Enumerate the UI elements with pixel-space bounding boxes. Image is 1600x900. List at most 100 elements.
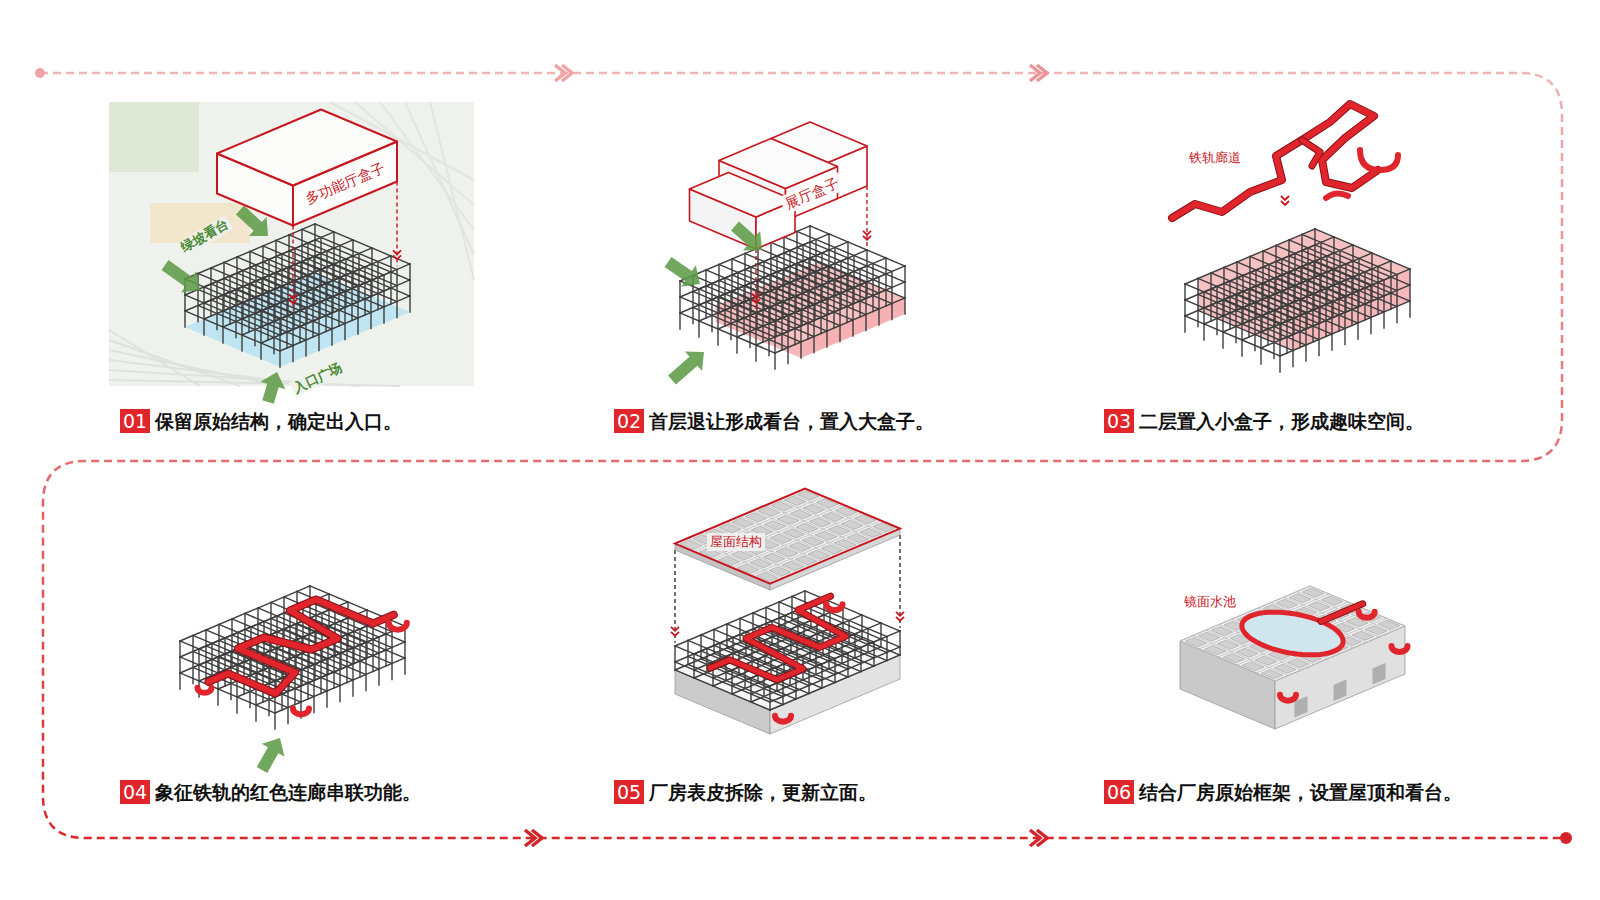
frame-member bbox=[795, 675, 796, 699]
box-face bbox=[690, 173, 796, 218]
waffle-rib bbox=[766, 505, 861, 545]
waffle-cell bbox=[1359, 612, 1381, 621]
frame-member bbox=[700, 635, 701, 659]
node-text: 03 bbox=[1107, 409, 1131, 433]
roof-waffle bbox=[675, 489, 900, 584]
frame-member bbox=[783, 237, 784, 285]
flow-line bbox=[35, 65, 1572, 846]
frame-member bbox=[1263, 251, 1358, 291]
iso-box bbox=[1180, 586, 1405, 729]
flow-chevron bbox=[1030, 830, 1047, 846]
frame-member bbox=[1237, 262, 1332, 302]
frame-member bbox=[705, 270, 706, 318]
frame-member bbox=[223, 240, 353, 295]
frame-member bbox=[358, 254, 359, 302]
frame-member bbox=[371, 248, 372, 296]
frame-member bbox=[211, 268, 306, 308]
frame-member bbox=[679, 281, 680, 329]
waffle-cell bbox=[860, 528, 882, 537]
frame-member bbox=[242, 271, 243, 319]
frame-member bbox=[1276, 246, 1371, 286]
frame-member bbox=[828, 234, 829, 282]
frame-member bbox=[345, 259, 346, 307]
box-face bbox=[1180, 586, 1405, 681]
rail-corridor bbox=[1172, 104, 1378, 218]
frame-member bbox=[224, 279, 319, 319]
frame-member bbox=[719, 265, 814, 305]
waffle-cell bbox=[764, 521, 786, 530]
frame-member bbox=[236, 257, 237, 305]
frame-member bbox=[797, 232, 892, 272]
frame-member bbox=[828, 645, 829, 669]
drop-line bbox=[755, 249, 756, 310]
frame-member bbox=[899, 631, 900, 655]
waffle-rib bbox=[694, 497, 824, 552]
frame-member bbox=[1333, 237, 1334, 285]
rail-corridor-edge bbox=[1172, 104, 1378, 218]
frame-member bbox=[223, 263, 224, 311]
waffle-cell bbox=[1204, 646, 1226, 655]
panel-6 bbox=[1180, 586, 1408, 729]
step-number: 02 bbox=[614, 409, 644, 433]
waffle-cell bbox=[809, 518, 831, 527]
frame-member bbox=[1262, 251, 1263, 299]
frame-member bbox=[1320, 243, 1321, 291]
frame-member bbox=[231, 619, 232, 667]
waffle-cell bbox=[776, 548, 798, 557]
frame-member bbox=[706, 270, 801, 310]
step-number: 05 bbox=[614, 780, 644, 804]
frame-member bbox=[1377, 267, 1378, 315]
frame-member bbox=[211, 300, 306, 340]
node-text: 屋面结构 bbox=[710, 534, 762, 550]
frame-member bbox=[750, 678, 751, 702]
flow-chevron bbox=[1030, 65, 1047, 81]
roof-label: 屋面结构 bbox=[707, 533, 765, 551]
frame-member bbox=[854, 634, 855, 658]
frame-member bbox=[847, 242, 848, 290]
frame-member bbox=[693, 292, 788, 332]
frame-member bbox=[185, 295, 280, 335]
frame-member bbox=[784, 237, 879, 277]
frame-member bbox=[1224, 268, 1319, 308]
waffle-cell bbox=[1236, 648, 1258, 657]
site-road bbox=[430, 102, 474, 280]
waffle-cell bbox=[719, 524, 741, 533]
waffle-rib bbox=[701, 533, 796, 573]
step-number: 01 bbox=[120, 409, 150, 433]
drop-chevron bbox=[289, 294, 297, 303]
green-arrow bbox=[236, 206, 268, 236]
site-plan-ground bbox=[109, 102, 474, 386]
frame-member bbox=[255, 265, 256, 313]
rail-curl bbox=[1392, 646, 1408, 652]
frame-member bbox=[1255, 270, 1256, 318]
facade-opening bbox=[1334, 680, 1347, 702]
waffle-rib bbox=[779, 500, 874, 540]
waffle-cell bbox=[790, 510, 812, 519]
waffle-rib bbox=[751, 521, 881, 576]
frame-member bbox=[834, 248, 835, 296]
node-text: 06 bbox=[1107, 780, 1131, 804]
frame-member bbox=[1249, 257, 1250, 305]
frame-member bbox=[1275, 246, 1276, 294]
step-caption: 结合厂房原始框架，设置屋顶和看台。 bbox=[1139, 780, 1462, 804]
frame-member bbox=[1289, 240, 1384, 280]
frame-member bbox=[1197, 279, 1198, 327]
frame-member bbox=[769, 686, 770, 710]
frame-member bbox=[391, 632, 392, 680]
steel-frame bbox=[680, 226, 905, 369]
waffle-cell bbox=[1223, 654, 1245, 663]
frame-member bbox=[377, 262, 378, 310]
frame-member bbox=[1314, 229, 1315, 277]
frame-member bbox=[1352, 245, 1353, 293]
waffle-cell bbox=[1352, 631, 1374, 640]
frame-member bbox=[333, 232, 334, 280]
waffle-cell bbox=[1211, 627, 1233, 636]
frame-member bbox=[1301, 235, 1302, 283]
panel-5 bbox=[671, 489, 904, 734]
waffle-cell bbox=[828, 526, 850, 535]
waffle-cell bbox=[822, 512, 844, 521]
frame-member bbox=[275, 241, 276, 289]
frame-member bbox=[315, 224, 410, 264]
green-arrow bbox=[668, 351, 704, 384]
